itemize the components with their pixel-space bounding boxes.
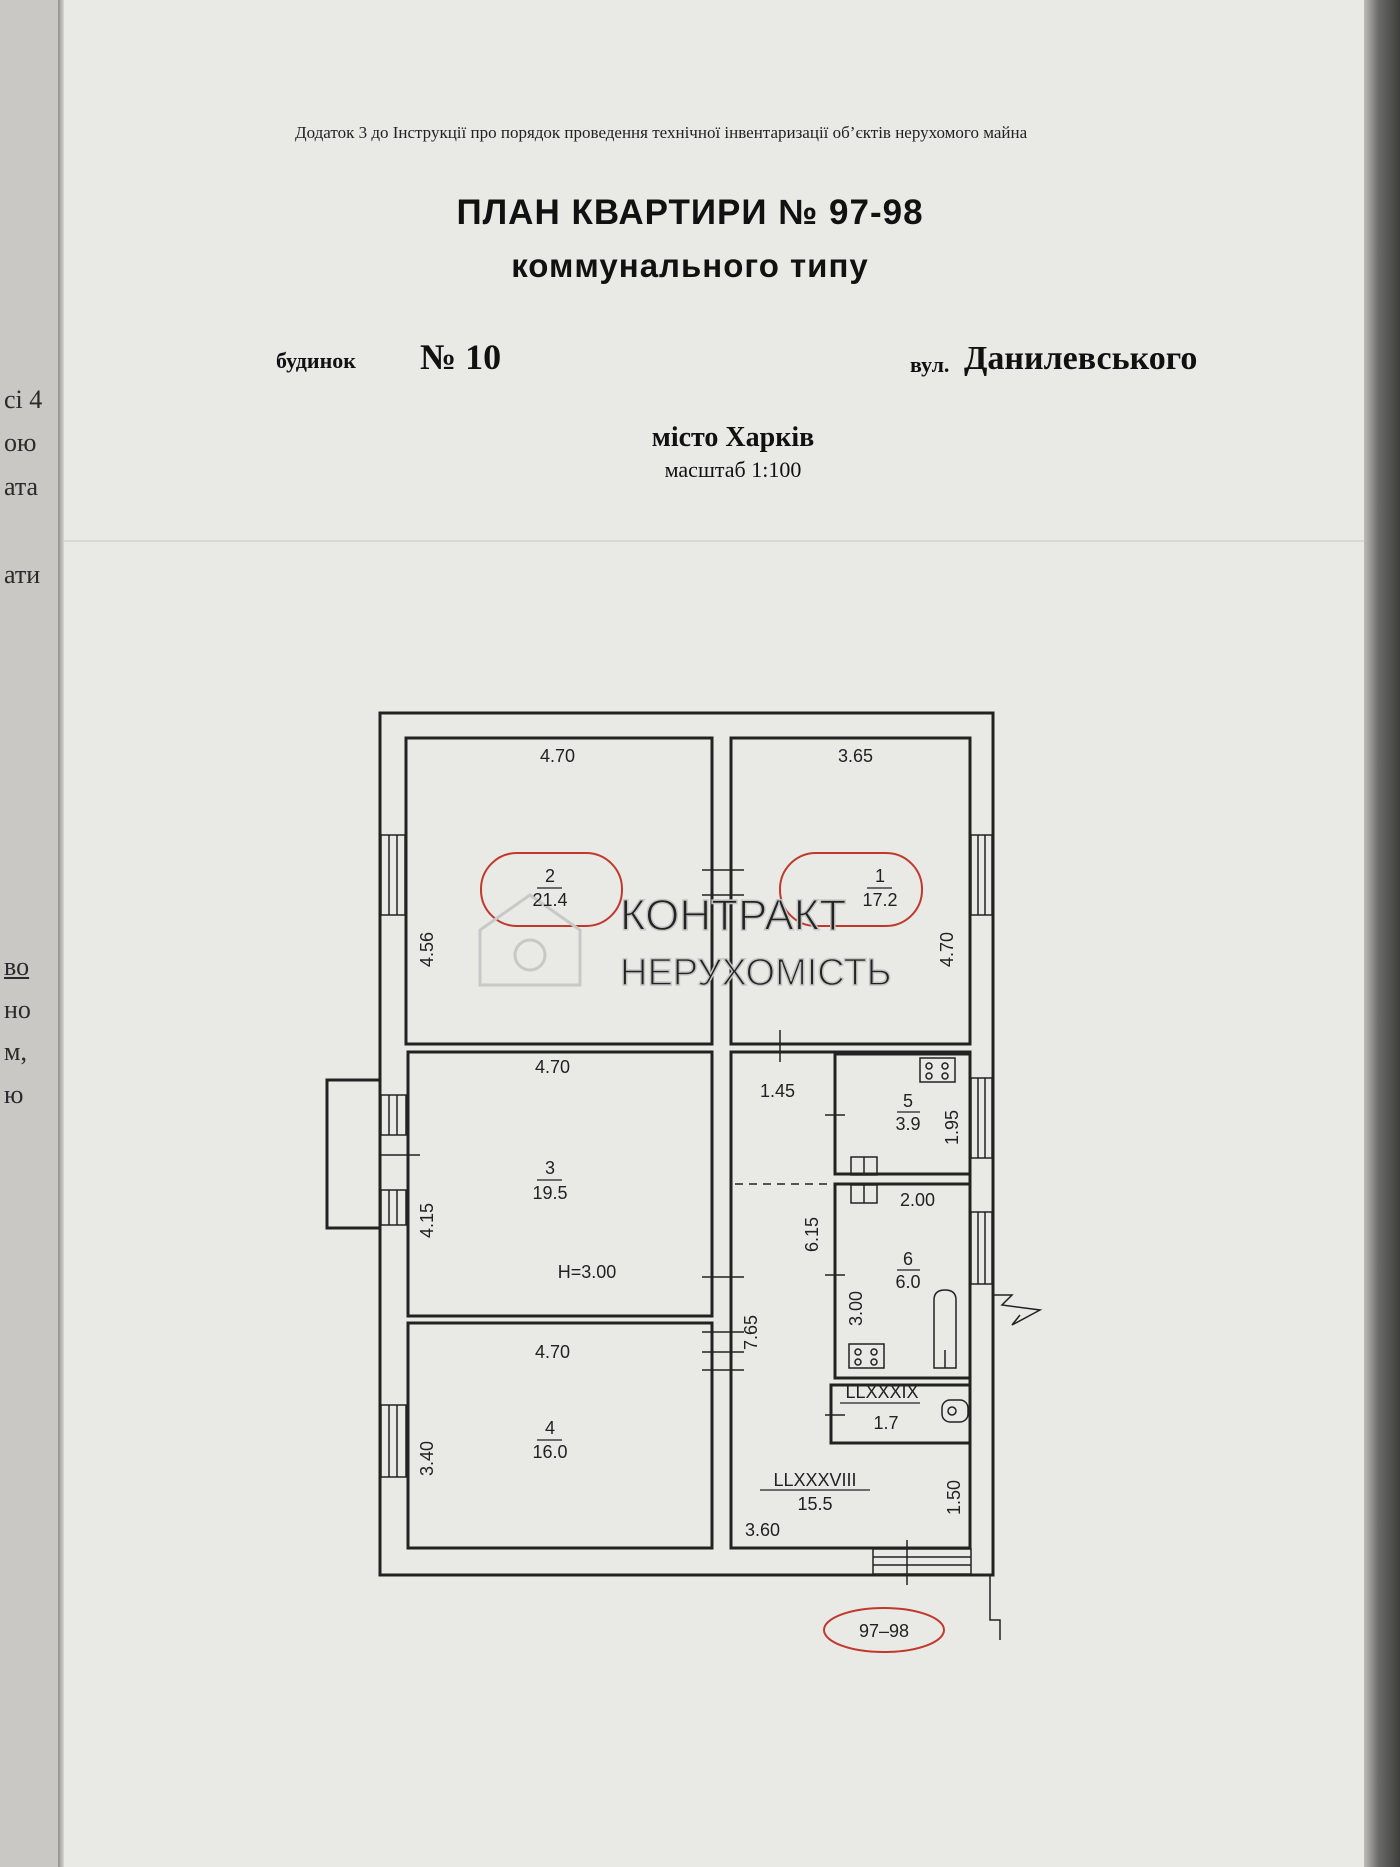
- room-llxxxviii-area: 15.5: [797, 1494, 832, 1514]
- dimension-room-llxxxviii-width: 3.60: [745, 1520, 780, 1540]
- left-adjacent-page: сі 4 ою ата ати во но м, ю: [0, 0, 62, 1867]
- left-page-fragment: м,: [4, 1037, 27, 1066]
- room-1-number: 1: [875, 866, 885, 886]
- entrance-stair: [993, 1294, 1043, 1326]
- dimension-corridor-length-2: 7.65: [741, 1315, 761, 1350]
- room-outline: [829, 1383, 972, 1445]
- stamp-circle-room-1: [779, 852, 923, 927]
- city-name: місто Харків: [651, 422, 815, 453]
- dimension-room-1-width: 3.65: [838, 746, 873, 766]
- annex-note: Додаток 3 до Інструкції про порядок пров…: [295, 123, 1028, 142]
- room-llxxxix-area: 1.7: [873, 1413, 898, 1433]
- outer-wall: [378, 711, 995, 1577]
- watermark-house-icon: [478, 893, 582, 987]
- stamp-circle-apartment: [823, 1607, 945, 1653]
- left-page-fragment: ою: [4, 428, 37, 457]
- toilet-icon: [941, 1399, 969, 1423]
- washbasin-icon: [850, 1156, 878, 1176]
- room-outline: [729, 736, 972, 1046]
- window: [872, 1548, 972, 1575]
- dimension-corridor-length-1: 6.15: [802, 1217, 822, 1252]
- dimension-room-6-length: 3.00: [846, 1291, 866, 1326]
- room-3-number: 3: [545, 1158, 555, 1178]
- house-label: будинок: [276, 348, 356, 373]
- dimension-room-llxxxviii-length: 1.50: [944, 1480, 964, 1515]
- room-2-area: 21.4: [532, 890, 567, 910]
- room-1-area: 17.2: [862, 890, 897, 910]
- room-2-number: 2: [545, 866, 555, 886]
- dimension-room-5-width: 1.45: [760, 1081, 795, 1101]
- dimension-room-6-width: 2.00: [900, 1190, 935, 1210]
- dimension-room-4-width: 4.70: [535, 1342, 570, 1362]
- room-outline: [406, 1321, 714, 1550]
- left-page-fragment: во: [4, 952, 30, 981]
- stove-icon: [919, 1057, 956, 1083]
- dimension-room-3-length: 4.15: [417, 1203, 437, 1238]
- sink-icon: [850, 1184, 878, 1204]
- floor-plan: КОНТРАКТ НЕРУХОМІСТЬ 2 21.4 1 17.2 3 19.…: [325, 711, 1043, 1653]
- apartment-tag: 97–98: [859, 1621, 909, 1641]
- left-page-fragment: ати: [4, 560, 41, 589]
- room-outline: [406, 1050, 714, 1318]
- watermark: [478, 893, 582, 987]
- room-llxxxix-number: LLXXXIX: [845, 1382, 918, 1402]
- dimension-room-2-width: 4.70: [540, 746, 575, 766]
- room-6-number: 6: [903, 1249, 913, 1269]
- watermark-line-1: КОНТРАКТ: [620, 891, 846, 940]
- room-outline: [833, 1182, 972, 1380]
- street-name: Данилевського: [964, 340, 1198, 377]
- window: [380, 1404, 407, 1478]
- left-page-fragment: сі 4: [4, 385, 43, 414]
- document-sheet: [64, 0, 1364, 1867]
- window: [380, 834, 406, 916]
- dimension-room-3-width: 4.70: [535, 1057, 570, 1077]
- room-outline: [833, 1052, 972, 1176]
- room-4-area: 16.0: [532, 1442, 567, 1462]
- paper-fold-line: [64, 540, 1364, 542]
- room-5-area: 3.9: [895, 1114, 920, 1134]
- stamp-circle-room-2: [480, 852, 623, 927]
- room-5-number: 5: [903, 1091, 913, 1111]
- page-gutter: [58, 0, 64, 1867]
- room-6-area: 6.0: [895, 1272, 920, 1292]
- room-4-number: 4: [545, 1418, 555, 1438]
- left-page-fragment: ата: [4, 472, 39, 501]
- house-number: № 10: [420, 337, 502, 377]
- dimension-room-5-length: 1.95: [942, 1110, 962, 1145]
- balcony: [325, 1078, 382, 1230]
- watermark-line-2: НЕРУХОМІСТЬ: [620, 952, 892, 994]
- sheet-right-edge: [1364, 0, 1400, 1867]
- window: [380, 1189, 407, 1226]
- window: [380, 1094, 407, 1136]
- dimension-room-4-length: 3.40: [417, 1441, 437, 1476]
- dimension-room-1-length: 4.70: [937, 932, 957, 967]
- room-llxxxviii-number: LLXXXVIII: [773, 1470, 856, 1490]
- room-3-area: 19.5: [532, 1183, 567, 1203]
- window: [970, 1211, 993, 1285]
- room-outline: [404, 736, 714, 1046]
- document-subtitle: коммунального типу: [511, 247, 869, 284]
- left-page-fragment: ю: [4, 1080, 24, 1109]
- document-title: ПЛАН КВАРТИРИ № 97-98: [456, 193, 924, 232]
- dimension-room-2-length: 4.56: [417, 932, 437, 967]
- window: [970, 1077, 993, 1159]
- street-label: вул.: [910, 352, 950, 377]
- stair-marks: [975, 1574, 1001, 1640]
- window: [970, 834, 993, 916]
- left-page-fragment: но: [4, 995, 31, 1024]
- bathtub-icon: [933, 1289, 957, 1369]
- scale-note: масштаб 1:100: [664, 457, 802, 482]
- stove-icon: [848, 1343, 885, 1369]
- ceiling-height: H=3.00: [558, 1262, 617, 1282]
